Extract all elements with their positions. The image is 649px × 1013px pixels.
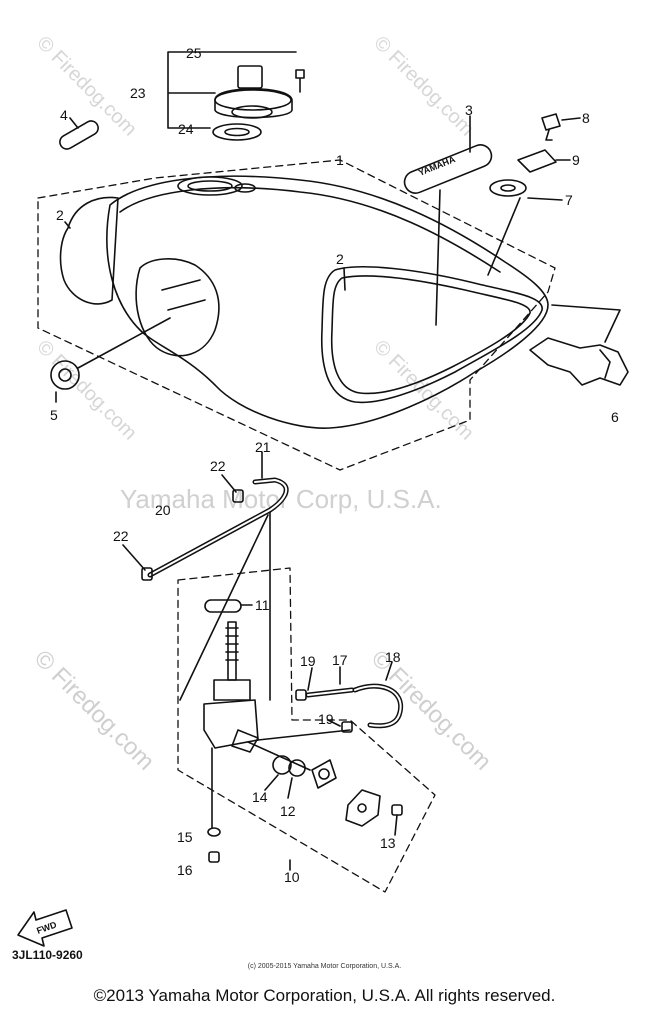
- callout-5: 5: [50, 407, 58, 423]
- lever: [311, 759, 337, 789]
- callout-23: 23: [130, 85, 146, 101]
- tank-assembly-outline: [37, 159, 556, 471]
- hose-clip-19: [295, 689, 353, 733]
- washer-14: [272, 755, 292, 775]
- fuel-hose: [147, 477, 289, 578]
- callout-7: 7: [565, 192, 573, 208]
- fuel-cap-assembly: [214, 65, 293, 119]
- callout-6: 6: [611, 409, 619, 425]
- screw-13: [391, 804, 403, 816]
- tank-pad: [59, 120, 99, 150]
- grommet: [50, 360, 80, 390]
- emblem-text: YAMAHA: [417, 154, 457, 178]
- callout-12: 12: [280, 803, 296, 819]
- drain-screw-16: [208, 851, 220, 863]
- callout-11: 11: [255, 597, 270, 613]
- callout-9: 9: [572, 152, 580, 168]
- petcock-assembly-outline: [177, 567, 436, 893]
- o-ring-11: [204, 599, 242, 613]
- callout-8: 8: [582, 110, 590, 126]
- callout-2-left: 2: [56, 207, 64, 223]
- bracket-washer: [517, 149, 557, 173]
- micro-copyright: (c) 2005-2015 Yamaha Motor Corporation, …: [247, 963, 402, 970]
- callout-19-lower: 19: [318, 711, 334, 727]
- fuel-tank-body: [59, 175, 549, 429]
- callout-17: 17: [332, 652, 348, 668]
- hose-clip: [141, 489, 244, 581]
- hose-18: [352, 683, 404, 729]
- cover-plate: [345, 789, 381, 827]
- fwd-arrow-icon: [17, 909, 73, 947]
- callout-20: 20: [155, 502, 171, 518]
- callout-24: 24: [178, 121, 194, 137]
- callout-18: 18: [385, 649, 401, 665]
- callout-15: 15: [177, 829, 193, 845]
- hose-17: [305, 687, 355, 698]
- fuel-petcock: [203, 621, 259, 753]
- diagram-part-code: 3JL110-9260: [12, 948, 83, 962]
- cap-gasket: [212, 123, 262, 141]
- callout-14: 14: [252, 789, 268, 805]
- cap-screw: [295, 69, 305, 93]
- callout-21: 21: [255, 439, 271, 455]
- callout-4: 4: [60, 107, 68, 123]
- damper: [489, 179, 527, 197]
- callout-25: 25: [186, 45, 202, 61]
- callout-labels: 25 23 24 4 3 8 9 7 1 2 2 6 5 21 22 20 22…: [50, 45, 619, 885]
- callout-13: 13: [380, 835, 396, 851]
- callout-2-right: 2: [336, 251, 344, 267]
- callout-22-upper: 22: [210, 458, 226, 474]
- callout-22-lower: 22: [113, 528, 129, 544]
- copyright-notice: ©2013 Yamaha Motor Corporation, U.S.A. A…: [93, 986, 556, 1005]
- tank-bracket: [529, 337, 629, 386]
- callout-1: 1: [336, 152, 344, 168]
- bolt: [541, 113, 561, 141]
- callout-10: 10: [284, 869, 300, 885]
- emblem: [403, 144, 493, 194]
- callout-16: 16: [177, 862, 193, 878]
- washer-15: [207, 827, 221, 837]
- callout-3: 3: [465, 102, 473, 118]
- callout-19-upper: 19: [300, 653, 316, 669]
